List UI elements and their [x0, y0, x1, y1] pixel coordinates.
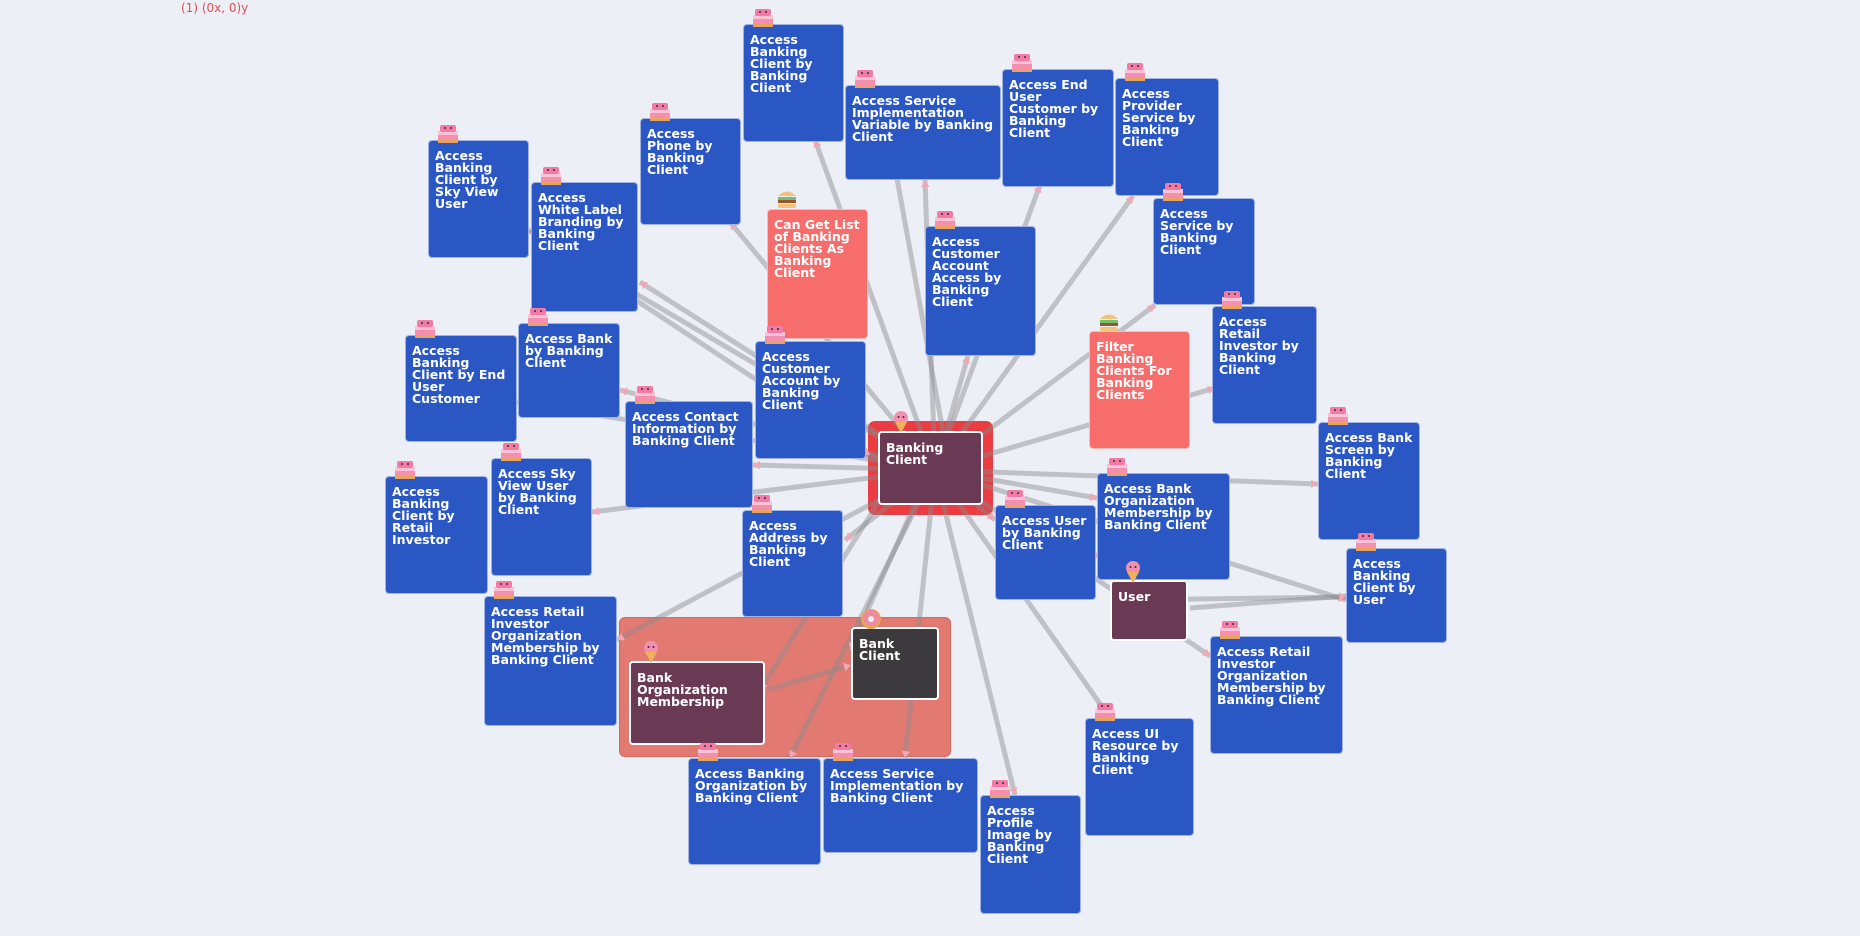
node-access-retail-investor-organization-membership-right[interactable]: Access Retail Investor Organization Memb… — [1210, 636, 1343, 754]
node-label: Access Provider Service by Banking Clien… — [1122, 86, 1196, 149]
node-banking-client[interactable]: Banking Client — [878, 431, 983, 505]
node-label: Access Service Implementation by Banking… — [830, 766, 964, 805]
edge-arrowhead — [592, 506, 600, 516]
edge-arrowhead — [986, 512, 995, 520]
edge-arrowhead — [1310, 479, 1318, 488]
node-access-white-label-branding[interactable]: Access White Label Branding by Banking C… — [531, 182, 638, 312]
node-label: Access Bank Organization Membership by B… — [1104, 481, 1213, 532]
node-label: Access Address by Banking Client — [749, 518, 828, 569]
node-access-bank-screen[interactable]: Access Bank Screen by Banking Client — [1318, 422, 1420, 540]
node-label: Access Bank Screen by Banking Client — [1325, 430, 1413, 481]
node-label: Access Profile Image by Banking Client — [987, 803, 1052, 866]
edge-arrowhead — [901, 750, 910, 758]
node-label: Access Banking Client by End User Custom… — [412, 343, 506, 406]
edge — [766, 662, 852, 693]
node-access-profile-image[interactable]: Access Profile Image by Banking Client — [980, 795, 1081, 914]
node-access-user[interactable]: Access User by Banking Client — [995, 505, 1096, 600]
edge-arrowhead — [921, 180, 930, 188]
node-access-sky-view-user[interactable]: Access Sky View User by Banking Client — [491, 458, 592, 576]
node-access-banking-client-by-banking-client[interactable]: Access Banking Client by Banking Client — [743, 24, 844, 142]
node-label: Access Banking Organization by Banking C… — [695, 766, 808, 805]
edge-arrowhead — [620, 387, 628, 396]
edge-arrowhead — [845, 532, 854, 540]
node-label: Filter Banking Clients For Banking Clien… — [1096, 339, 1172, 402]
node-label: Access Banking Client by Banking Client — [750, 32, 813, 95]
node-access-phone[interactable]: Access Phone by Banking Client — [640, 118, 741, 225]
node-label: Access Phone by Banking Client — [647, 126, 713, 177]
node-access-service-implementation[interactable]: Access Service Implementation by Banking… — [823, 758, 978, 853]
edge-arrowhead — [1125, 196, 1133, 205]
node-access-contact-information[interactable]: Access Contact Information by Banking Cl… — [625, 401, 753, 508]
node-label: Access Service by Banking Client — [1160, 206, 1234, 257]
node-label: Bank Organization Membership — [637, 670, 728, 709]
node-label: Can Get List of Banking Clients As Banki… — [774, 217, 860, 280]
node-label: User — [1118, 589, 1151, 604]
node-access-end-user-customer[interactable]: Access End User Customer by Banking Clie… — [1002, 69, 1114, 187]
node-access-customer-account-access[interactable]: Access Customer Account Access by Bankin… — [925, 226, 1036, 356]
edge-arrowhead — [640, 282, 649, 290]
node-can-get-list-of-banking-clients[interactable]: Can Get List of Banking Clients As Banki… — [767, 209, 868, 339]
node-label: Bank Client — [859, 636, 901, 663]
node-access-bank-organization-membership[interactable]: Access Bank Organization Membership by B… — [1097, 473, 1230, 580]
edge — [812, 139, 938, 471]
node-access-provider-service[interactable]: Access Provider Service by Banking Clien… — [1115, 78, 1219, 196]
node-label: Access Contact Information by Banking Cl… — [632, 409, 739, 448]
node-bank-organization-membership[interactable]: Bank Organization Membership — [629, 661, 765, 745]
node-label: Access UI Resource by Banking Client — [1092, 726, 1179, 777]
node-access-retail-investor-organization-membership[interactable]: Access Retail Investor Organization Memb… — [484, 596, 617, 726]
node-label: Access Retail Investor Organization Memb… — [1217, 644, 1326, 707]
node-bank-client[interactable]: Bank Client — [851, 627, 939, 700]
edge — [902, 469, 938, 759]
edge-arrowhead — [962, 356, 971, 364]
node-label: Access White Label Branding by Banking C… — [538, 190, 624, 253]
node-label: Access Retail Investor Organization Memb… — [491, 604, 600, 667]
node-label: Access Banking Client by Sky View User — [435, 148, 499, 211]
edge-arrowhead — [1201, 648, 1210, 656]
node-access-banking-organization[interactable]: Access Banking Organization by Banking C… — [688, 758, 821, 865]
node-access-customer-account[interactable]: Access Customer Account by Banking Clien… — [755, 341, 866, 459]
node-label: Access Sky View User by Banking Client — [498, 466, 577, 517]
edge-arrowhead — [813, 140, 822, 149]
node-access-banking-client-by-end-user-customer[interactable]: Access Banking Client by End User Custom… — [405, 335, 517, 442]
node-access-address[interactable]: Access Address by Banking Client — [742, 510, 843, 617]
edge — [1189, 593, 1347, 611]
edge-arrowhead — [1009, 787, 1018, 795]
node-user[interactable]: User — [1110, 580, 1188, 641]
coordinate-readout: (1) (0x, 0)y — [181, 1, 249, 15]
node-access-bank[interactable]: Access Bank by Banking Client — [518, 323, 620, 418]
node-access-banking-client-by-retail-investor[interactable]: Access Banking Client by Retail Investor — [385, 476, 488, 594]
node-label: Access Customer Account by Banking Clien… — [762, 349, 841, 412]
node-label: Access User by Banking Client — [1002, 513, 1087, 552]
node-label: Access Service Implementation Variable b… — [852, 93, 994, 144]
node-access-banking-client-by-user[interactable]: Access Banking Client by User — [1346, 548, 1447, 643]
node-label: Access Customer Account Access by Bankin… — [932, 234, 1002, 309]
edge-arrowhead — [753, 460, 761, 470]
edge-arrowhead — [1146, 305, 1155, 313]
edge-arrowhead — [789, 749, 797, 758]
edge-arrowhead — [617, 632, 626, 641]
edge-arrowhead — [1089, 492, 1097, 501]
edge-arrowhead — [1033, 185, 1042, 194]
node-access-service-implementation-variable[interactable]: Access Service Implementation Variable b… — [845, 85, 1001, 180]
edge-arrowhead — [843, 662, 851, 672]
edge — [887, 139, 953, 471]
node-label: Access Retail Investor by Banking Client — [1219, 314, 1299, 377]
node-access-retail-investor[interactable]: Access Retail Investor by Banking Client — [1212, 306, 1317, 424]
edge-arrowhead — [1338, 592, 1346, 601]
node-label: Banking Client — [886, 440, 944, 467]
edge — [932, 469, 1018, 796]
node-label: Access Banking Client by Retail Investor — [392, 484, 455, 547]
node-filter-banking-clients[interactable]: Filter Banking Clients For Banking Clien… — [1089, 331, 1190, 449]
node-label: Access End User Customer by Banking Clie… — [1009, 77, 1099, 140]
node-access-ui-resource[interactable]: Access UI Resource by Banking Client — [1085, 718, 1194, 836]
node-label: Access Banking Client by User — [1353, 556, 1416, 607]
node-access-banking-client-by-sky-view-user[interactable]: Access Banking Client by Sky View User — [428, 140, 529, 258]
node-access-service[interactable]: Access Service by Banking Client — [1153, 198, 1255, 305]
node-label: Access Bank by Banking Client — [525, 331, 613, 370]
